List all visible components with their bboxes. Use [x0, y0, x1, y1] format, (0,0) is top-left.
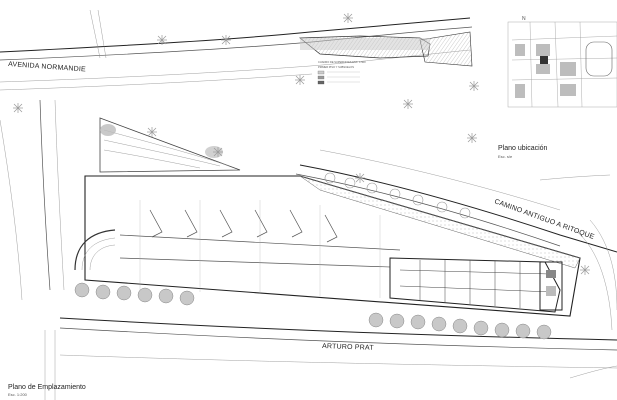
canopy-curve — [74, 229, 116, 271]
site-boundary — [84, 175, 581, 317]
site-plan-title: Plano de Emplazamiento — [8, 384, 86, 391]
svg-text:N: N — [522, 16, 526, 22]
column-grid — [139, 200, 381, 298]
camino-antiguo-road — [295, 149, 617, 253]
legend-block: CUADRO DE SUPERFICIES ESC. 1:500 PRIMER … — [317, 60, 366, 85]
legend-subtitle: PRIMER PISO Y SUBSUELOS — [318, 65, 354, 69]
tree-row-upper — [324, 172, 471, 219]
building-floor-plan — [389, 257, 563, 313]
street-label-arturo-prat: ARTURO PRAT — [322, 343, 374, 352]
landscape-triangle — [99, 117, 241, 173]
shrub-symbols — [13, 13, 590, 275]
left-road — [0, 99, 65, 301]
legend-title: CUADRO DE SUPERFICIES ESC. 1:500 — [318, 60, 366, 64]
tree-row-lower — [74, 282, 552, 340]
arturo-prat-road — [44, 317, 617, 400]
location-plan-title: Plano ubicación — [498, 145, 548, 152]
parking-stalls — [119, 209, 421, 269]
corner-curves — [569, 219, 617, 379]
building-footprint-top — [299, 31, 473, 67]
location-plan-scale: Esc. s/e — [498, 154, 513, 159]
site-plan-scale: Esc. 1:200 — [8, 392, 28, 397]
location-plan: N — [507, 16, 617, 108]
street-label-camino-antiguo: CAMINO ANTIGUO A RITOQUE — [493, 198, 595, 241]
street-label-avenida-normandie: AVENIDA NORMANDIE — [8, 61, 86, 73]
avenida-normandie-road — [0, 9, 473, 91]
